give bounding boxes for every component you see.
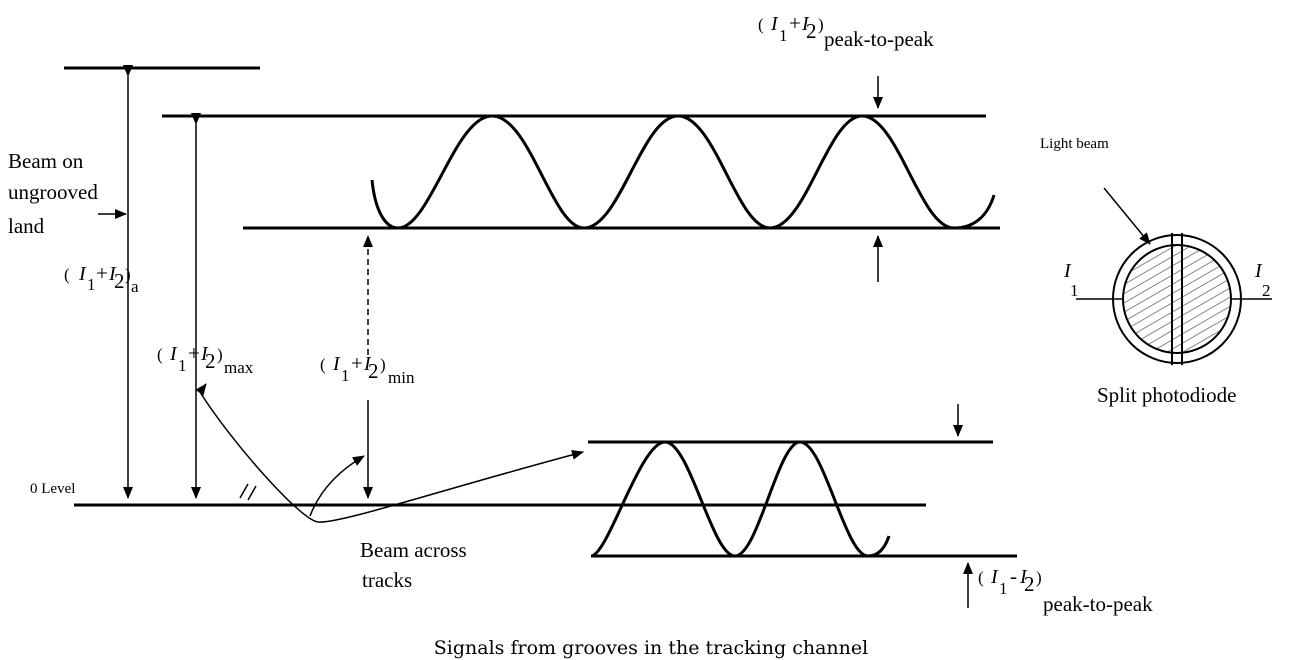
svg-text:2: 2 xyxy=(1024,572,1035,596)
light-beam-arrow xyxy=(1103,187,1151,245)
svg-text:1: 1 xyxy=(341,366,350,385)
svg-text:I: I xyxy=(332,353,341,375)
beam-across-label-2: tracks xyxy=(362,568,412,592)
svg-text:peak-to-peak: peak-to-peak xyxy=(1043,592,1153,616)
svg-text:I: I xyxy=(78,263,87,285)
svg-text:): ) xyxy=(380,355,386,374)
svg-text:1: 1 xyxy=(87,275,96,294)
svg-text:I: I xyxy=(363,353,372,375)
sum-a-expression: ( I 1 + I 2 ) a xyxy=(64,261,139,296)
svg-text:max: max xyxy=(224,358,254,377)
svg-text:+: + xyxy=(188,341,200,365)
svg-text:): ) xyxy=(1036,568,1042,587)
svg-text:1: 1 xyxy=(178,356,187,375)
light-beam-label: Light beam xyxy=(1040,136,1109,152)
svg-text:(: ( xyxy=(64,265,70,284)
i2-sub: 2 xyxy=(1262,281,1271,300)
svg-text:): ) xyxy=(217,345,223,364)
svg-text:I: I xyxy=(990,566,999,588)
split-photodiode-icon xyxy=(1076,233,1272,365)
svg-text:2: 2 xyxy=(368,359,379,383)
svg-text:): ) xyxy=(818,15,824,34)
beam-across-label-1: Beam across xyxy=(360,538,467,562)
svg-text:+: + xyxy=(789,11,801,35)
beam-across-curve xyxy=(199,391,584,523)
break-mark-1 xyxy=(239,483,249,499)
beam-land-label-1: Beam on xyxy=(8,149,84,173)
i2-label: I xyxy=(1254,260,1263,282)
split-photodiode-label: Split photodiode xyxy=(1097,383,1236,407)
sum-signal-waveform xyxy=(370,114,996,230)
svg-text:I: I xyxy=(1019,566,1028,588)
beam-across-curve-2 xyxy=(309,455,365,517)
svg-text:2: 2 xyxy=(114,269,125,293)
svg-text:+: + xyxy=(351,351,363,375)
sum-peak-to-peak-expression: ( I 1 + I 2 ) peak-to-peak xyxy=(758,11,934,51)
i1-sub: 1 xyxy=(1070,281,1079,300)
svg-text:2: 2 xyxy=(205,349,216,373)
sum-max-expression: ( I 1 + I 2 ) max xyxy=(157,341,254,377)
svg-text:-: - xyxy=(1010,564,1017,588)
svg-text:a: a xyxy=(131,277,139,296)
svg-text:(: ( xyxy=(978,568,984,587)
i1-label: I xyxy=(1063,260,1072,282)
svg-text:(: ( xyxy=(758,15,764,34)
svg-text:I: I xyxy=(200,343,209,365)
zero-level-label: 0 Level xyxy=(30,481,75,497)
beam-across-curve-3 xyxy=(195,383,207,396)
svg-text:I: I xyxy=(770,13,779,35)
svg-text:1: 1 xyxy=(779,26,788,45)
svg-text:peak-to-peak: peak-to-peak xyxy=(824,27,934,51)
svg-text:min: min xyxy=(388,368,415,387)
svg-text:2: 2 xyxy=(806,19,817,43)
break-mark-2 xyxy=(247,485,257,501)
diff-peak-to-peak-expression: ( I 1 - I 2 ) peak-to-peak xyxy=(978,564,1153,616)
svg-text:(: ( xyxy=(320,355,326,374)
svg-text:+: + xyxy=(96,261,108,285)
beam-land-label-2: ungrooved xyxy=(8,180,98,204)
figure-caption: Signals from grooves in the tracking cha… xyxy=(434,637,868,659)
beam-land-label-3: land xyxy=(8,214,45,238)
svg-text:I: I xyxy=(801,13,810,35)
difference-signal-waveform xyxy=(590,440,891,558)
svg-text:(: ( xyxy=(157,345,163,364)
svg-text:): ) xyxy=(125,265,131,284)
sum-min-expression: ( I 1 + I 2 ) min xyxy=(320,351,415,387)
svg-text:I: I xyxy=(169,343,178,365)
svg-text:I: I xyxy=(108,263,117,285)
svg-text:1: 1 xyxy=(999,579,1008,598)
